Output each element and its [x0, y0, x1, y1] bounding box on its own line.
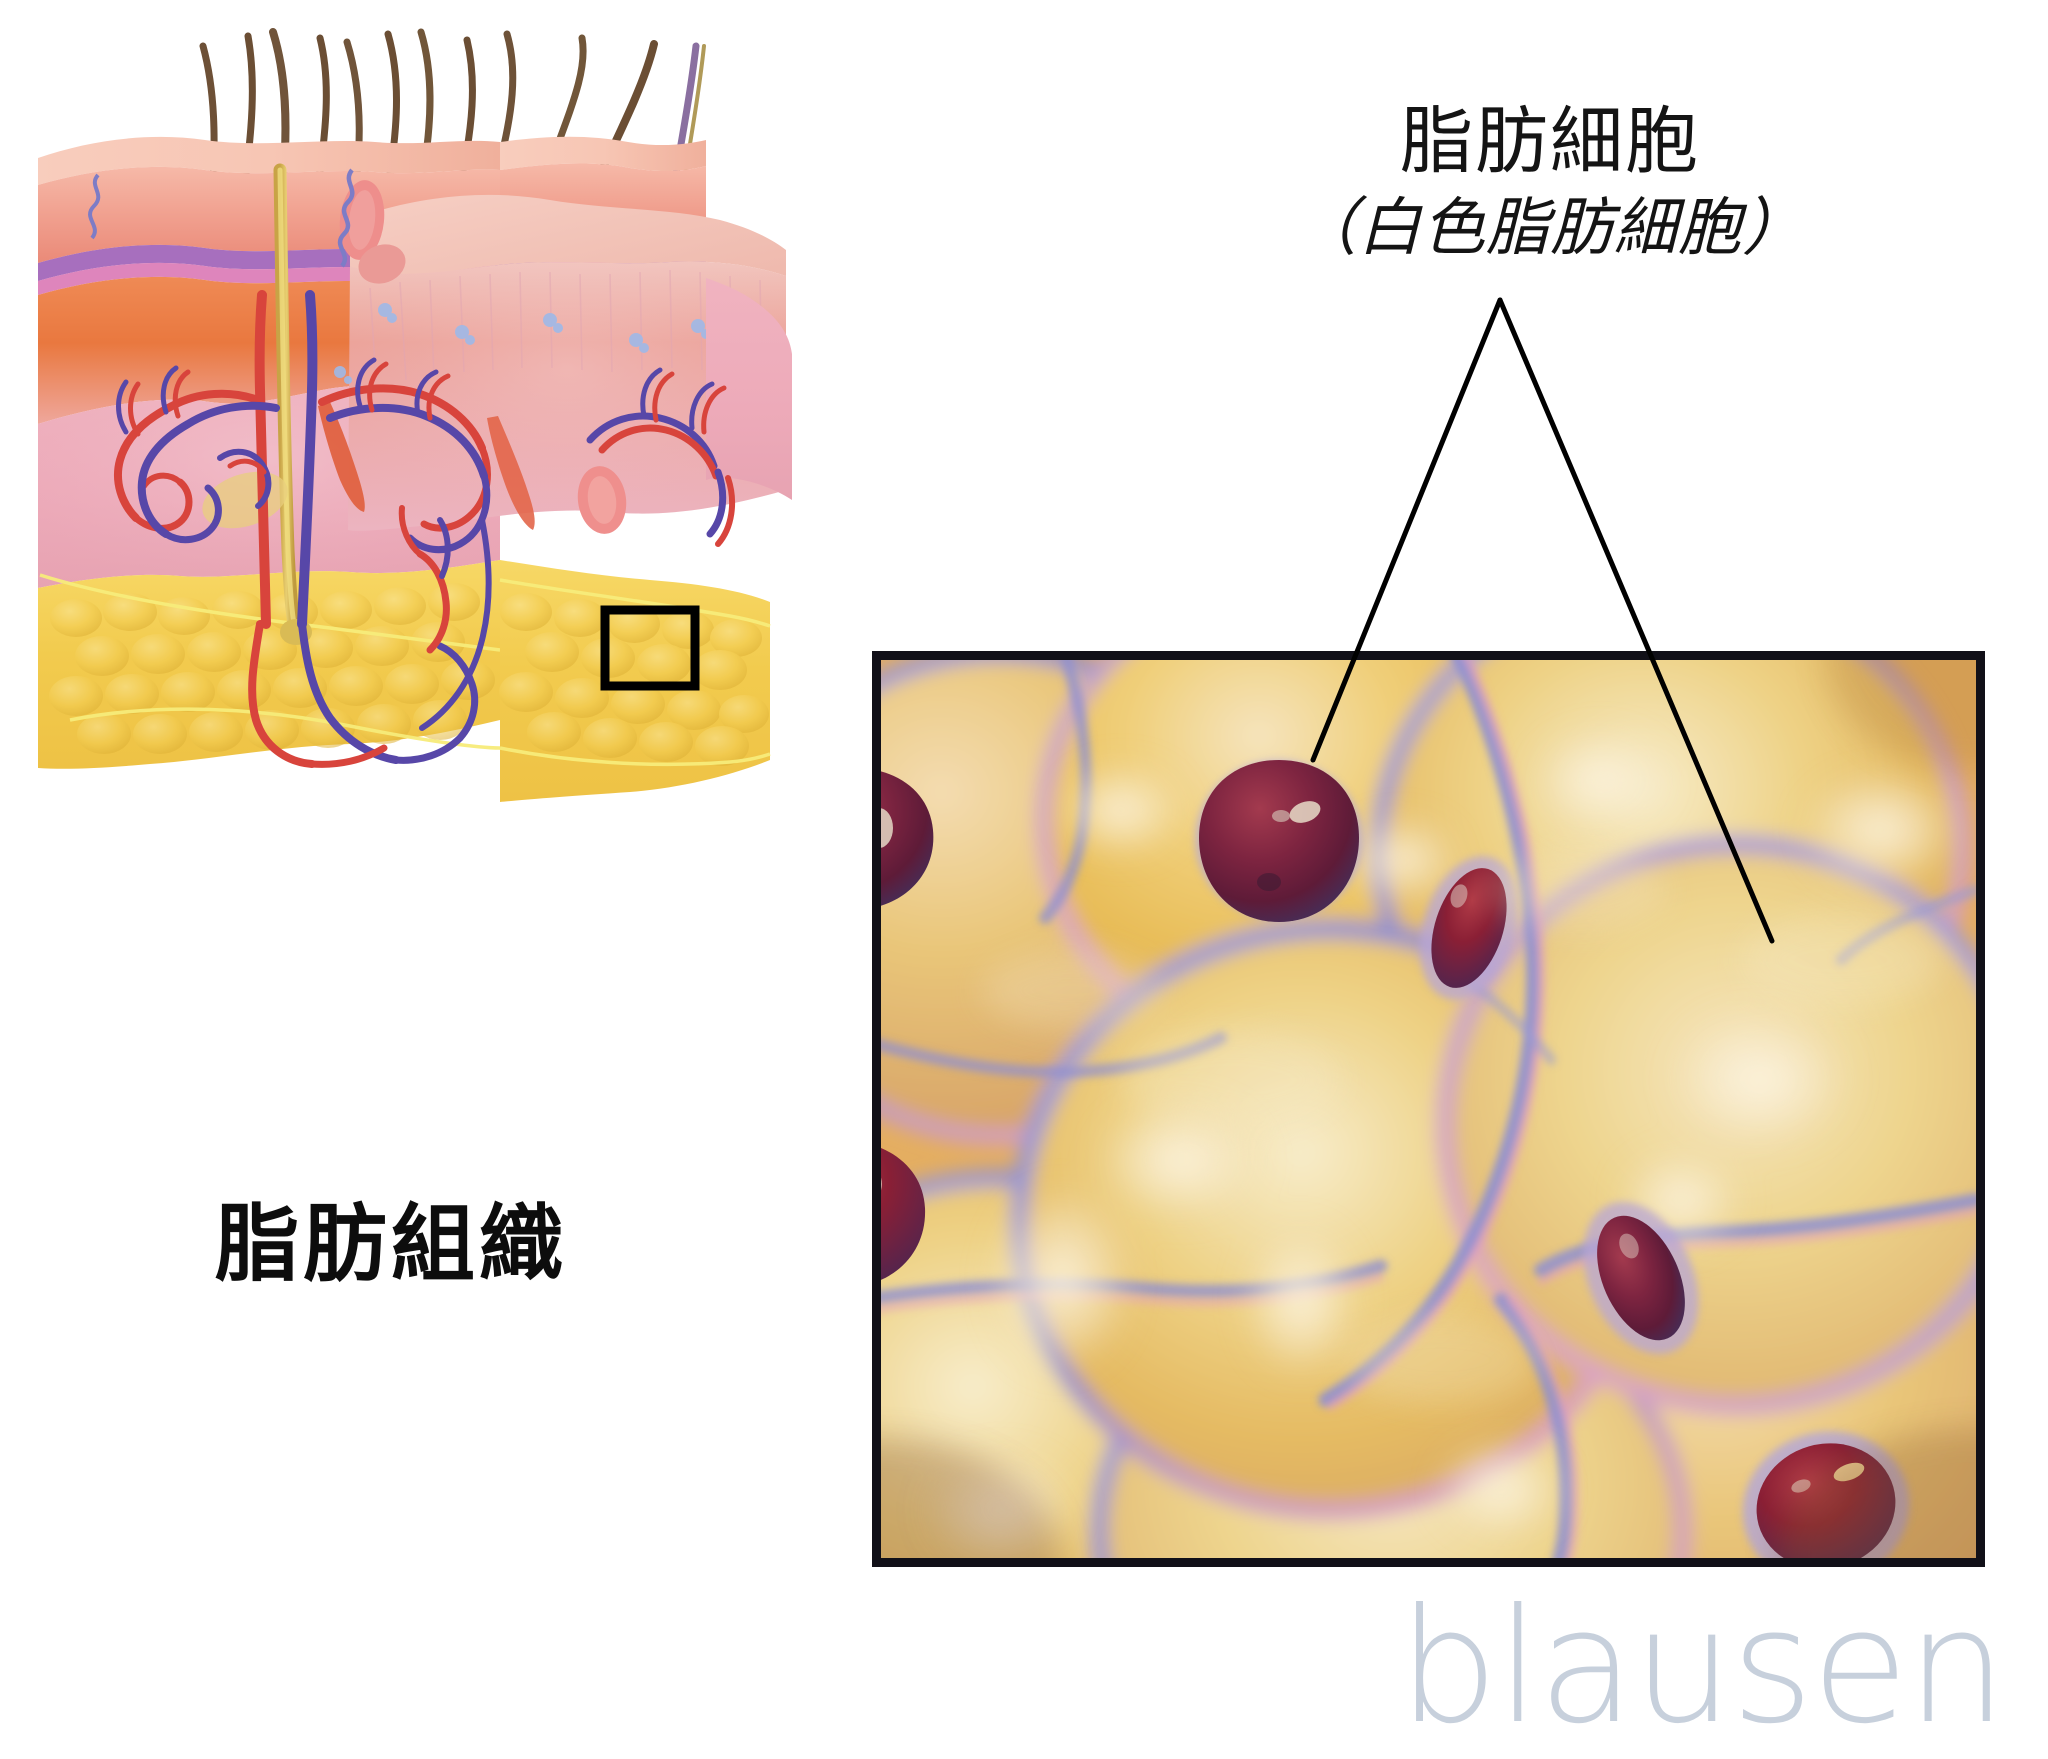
- nucleus-left-lower: [881, 1148, 926, 1280]
- vasculature: [113, 290, 736, 768]
- nucleus-mid-right: [1419, 856, 1519, 1000]
- adipose-tissue-label: 脂肪組織: [215, 1195, 568, 1293]
- arrector-pili-muscle: [318, 402, 365, 512]
- adipocyte-title: 脂肪細胞: [1400, 99, 1700, 184]
- nucleus-right-mid: [1583, 1201, 1699, 1355]
- arrector-pili-muscle-2: [487, 416, 535, 530]
- dermis-plateau-top: [350, 194, 786, 292]
- reticular-dermis-right: [706, 278, 792, 500]
- micrograph-image: [881, 660, 1976, 1558]
- blausen-watermark: blausen: [1398, 1575, 2007, 1759]
- nucleus-left-upper: [881, 771, 934, 906]
- magnified-region-indicator: [600, 605, 700, 691]
- nucleus-top-center: [1195, 760, 1363, 922]
- panel-shading: [881, 660, 1976, 1558]
- fat-lobules-left: [49, 583, 495, 754]
- adipocyte-scene: [881, 660, 1976, 1558]
- sweat-gland-2: [577, 466, 627, 534]
- epidermis-top-face-right: [500, 136, 706, 172]
- adipocyte-micrograph-panel: [872, 651, 1985, 1567]
- adipocyte-subtitle: （白色脂肪細胞）: [1294, 190, 1806, 264]
- sweat-duct: [337, 168, 355, 268]
- skin-diagram-svg: [38, 28, 792, 802]
- epidermis-top-face: [38, 136, 500, 185]
- skin-cross-section-block: [30, 20, 930, 860]
- adipocyte-label: 脂肪細胞 （白色脂肪細胞）: [1290, 99, 1810, 264]
- sweat-duct-2: [88, 173, 101, 240]
